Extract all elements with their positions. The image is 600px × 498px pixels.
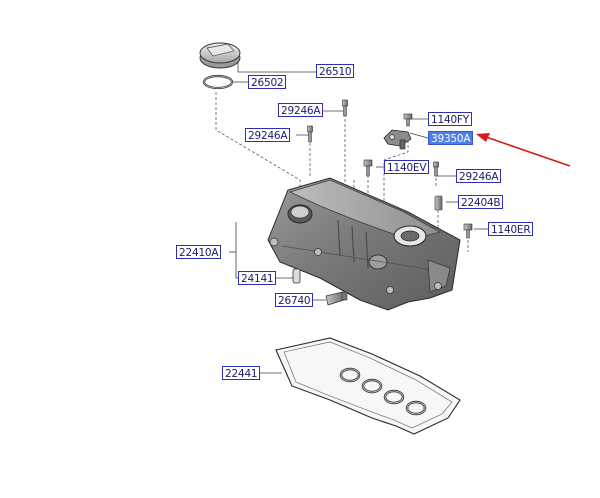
label-1140FY[interactable]: 1140FY: [428, 112, 472, 126]
highlight-arrow: [476, 133, 571, 167]
label-26510[interactable]: 26510: [316, 64, 355, 78]
dowel-22404B: [434, 195, 443, 211]
label-24141[interactable]: 24141: [238, 271, 277, 285]
label-26740[interactable]: 26740: [275, 293, 314, 307]
leader-26510: [237, 58, 316, 73]
oil-filler-cap: [199, 42, 241, 69]
label-39350A[interactable]: 39350A: [428, 131, 474, 145]
cover-gasket-22441: [275, 337, 461, 435]
plug-24141: [292, 268, 301, 284]
label-29246A-right[interactable]: 29246A: [456, 169, 502, 183]
label-22404B[interactable]: 22404B: [458, 195, 504, 209]
bolt-1140FY: [403, 113, 413, 127]
label-26502[interactable]: 26502: [248, 75, 287, 89]
leader-39350A: [409, 132, 429, 139]
cap-gasket-ring: [202, 74, 234, 90]
label-29246A-mid[interactable]: 29246A: [245, 128, 291, 142]
leader-29246A-right: [435, 168, 456, 177]
sensor-39350A: [383, 129, 412, 150]
label-1140EV[interactable]: 1140EV: [384, 160, 430, 174]
label-1140ER[interactable]: 1140ER: [488, 222, 534, 236]
bolt-1140EV: [363, 159, 373, 177]
pcv-valve-26740: [325, 291, 348, 306]
bolt-29246A-mid: [307, 125, 313, 143]
label-22410A[interactable]: 22410A: [176, 245, 222, 259]
leader-29246A-top: [322, 104, 346, 112]
bolt-29246A-top: [342, 99, 348, 117]
bolt-1140ER: [463, 223, 473, 239]
cylinder-head-cover: [267, 177, 461, 311]
label-29246A-top[interactable]: 29246A: [278, 103, 324, 117]
bolt-29246A-right: [433, 161, 439, 177]
label-22441[interactable]: 22441: [222, 366, 261, 380]
